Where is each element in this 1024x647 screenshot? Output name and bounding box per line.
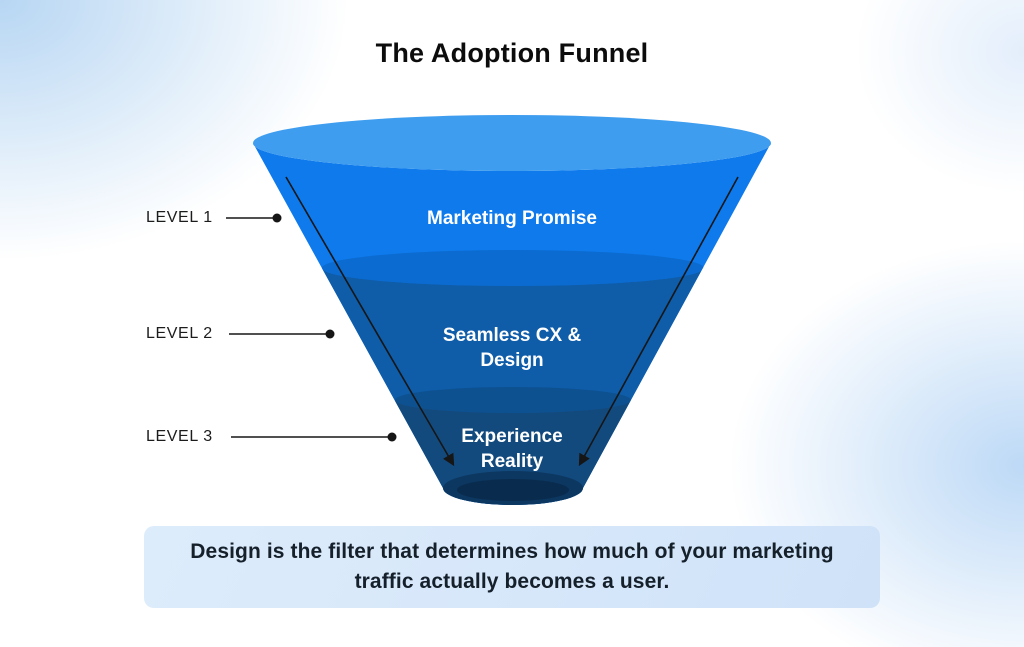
funnel-level1-label-line1: Marketing Promise (427, 208, 597, 229)
funnel-level2-label: Seamless CX & Design (312, 323, 712, 373)
caption-line1: Design is the filter that determines how… (190, 540, 834, 563)
funnel-level2-label-line1: Seamless CX & (442, 325, 582, 346)
funnel-level2-rim (322, 250, 704, 286)
side-label-level-2: LEVEL 2 (146, 325, 213, 342)
caption-line2: traffic actually becomes a user. (354, 570, 670, 593)
side-label-level-3: LEVEL 3 (146, 428, 213, 445)
right-flow-arrow (578, 176, 739, 467)
side-label-level-1: LEVEL 1 (146, 209, 213, 226)
level1-leader (226, 213, 282, 223)
funnel-level3-label-line2: Reality (480, 451, 544, 472)
caption-box: Design is the filter that determines how… (144, 526, 880, 608)
level2-leader (229, 329, 335, 339)
level3-leader (231, 432, 397, 442)
funnel-level3-rim (395, 387, 631, 413)
funnel-level3-label: Experience Reality (362, 424, 662, 474)
funnel-spout-inner (457, 479, 569, 501)
funnel-level3-label-line1: Experience (461, 426, 563, 447)
funnel-top-rim (253, 115, 771, 171)
level1-leader-dot (272, 213, 282, 223)
page-title: The Adoption Funnel (375, 38, 649, 68)
level3-leader-dot (387, 432, 397, 442)
left-flow-arrow (285, 176, 455, 467)
funnel-level2-label-line2: Design (480, 350, 544, 371)
funnel-level1-label: Marketing Promise (262, 206, 762, 231)
level2-leader-dot (325, 329, 335, 339)
